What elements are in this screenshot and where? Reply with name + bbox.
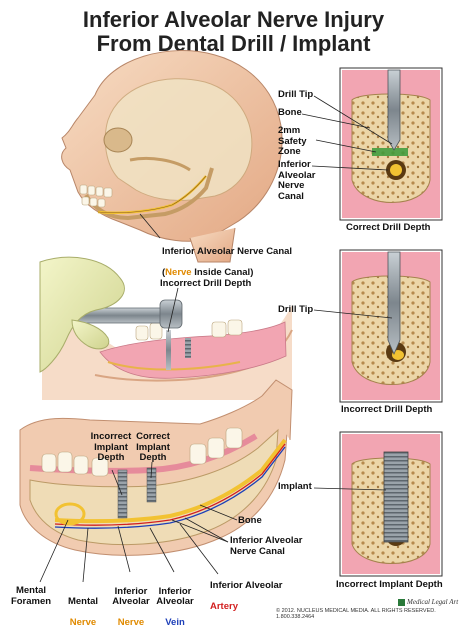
label-bone: Bone [238, 515, 262, 526]
open-paren: ( [162, 266, 166, 278]
inset2-leader [313, 309, 393, 319]
inset-correct-drill [339, 67, 443, 221]
label-ian-canal: Inferior Alveolar Nerve Canal [230, 535, 303, 557]
label-ia-nerve: Inferior Alveolar Nerve [108, 576, 154, 639]
head-skull-illustration [61, 50, 283, 263]
title-line-1: Inferior Alveolar Nerve Injury [82, 7, 385, 32]
label-correct-implant-depth: Correct Implant Depth [136, 431, 170, 463]
ia-vein-top: Inferior Alveolar [156, 585, 194, 607]
jaw-leaders [39, 461, 238, 583]
inset2-label-drill-tip: Drill Tip [278, 304, 314, 315]
label-mental-foramen: Mental Foramen [10, 585, 52, 607]
label-incorrect-drill-depth: Incorrect Drill Depth [160, 278, 252, 289]
ia-nerve-top: Inferior Alveolar [112, 585, 150, 607]
label-nerve-canal: Inferior Alveolar Nerve Canal (Nerve Ins… [162, 236, 292, 289]
inset1-caption: Correct Drill Depth [346, 222, 431, 233]
artery-word: Artery [210, 600, 238, 612]
inset1-label-nerve-canal: Inferior Alveolar Nerve Canal [278, 159, 316, 202]
inset1-label-safety-zone: 2mm Safety Zone [278, 125, 307, 157]
inset3-label-implant: Implant [278, 481, 312, 492]
inset3-caption: Incorrect Implant Depth [336, 579, 443, 590]
copyright-text: © 2012. NUCLEUS MEDICAL MEDIA. ALL RIGHT… [276, 608, 436, 620]
vein-word: Vein [165, 617, 185, 628]
label-ia-vein: Inferior Alveolar Vein [152, 576, 198, 639]
ia-nerve-word: Nerve [117, 617, 145, 628]
inset-incorrect-implant [339, 431, 443, 577]
inset1-label-bone: Bone [278, 107, 302, 118]
label-incorrect-implant-depth: Incorrect Implant Depth [90, 431, 132, 463]
inset-incorrect-drill [339, 249, 443, 403]
logo-text: Medical Legal Art [407, 598, 459, 606]
label-nerve-canal-title: Inferior Alveolar Nerve Canal [162, 245, 293, 257]
inside-canal-suffix: Inside Canal) [191, 266, 254, 278]
illustration [19, 50, 443, 583]
logo-mark-icon [398, 598, 405, 606]
mental-nerve-word: Nerve [69, 616, 97, 628]
brand-logo: Medical Legal Art [398, 598, 458, 606]
label-ia-artery: Inferior Alveolar Artery [210, 570, 283, 623]
leader-head-canal [139, 213, 161, 239]
jaw-cross-section [19, 379, 293, 556]
mental-word: Mental [67, 595, 99, 607]
label-nerve-inside-canal: (Nerve Inside Canal) [162, 266, 292, 279]
hand-drill-illustration [39, 256, 293, 400]
label-mental-nerve: Mental Nerve [62, 586, 104, 639]
inset3-leader [313, 487, 387, 491]
title-line-2: From Dental Drill / Implant [96, 31, 371, 56]
inset1-leaders [301, 95, 393, 171]
inset2-caption: Incorrect Drill Depth [341, 404, 433, 415]
nerve-word: Nerve [165, 266, 192, 278]
page-title: Inferior Alveolar Nerve Injury From Dent… [0, 8, 467, 56]
inset1-label-drill-tip: Drill Tip [278, 89, 314, 100]
leader-incorrect-drill [167, 287, 179, 333]
ia-artery-prefix: Inferior Alveolar [210, 579, 283, 591]
